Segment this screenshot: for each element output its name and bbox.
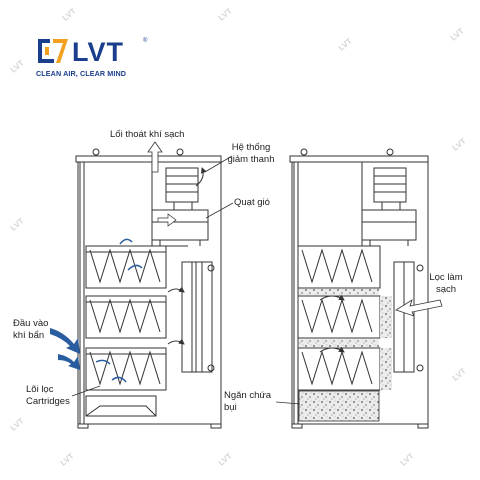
label-sound-system-line2: giảm thanh	[227, 153, 275, 165]
label-sound-system: Hệ thống giảm thanh	[226, 142, 276, 165]
label-clean-filter-line1: Lọc làm	[429, 272, 463, 283]
dust-fill	[298, 289, 392, 422]
right-unit	[289, 148, 429, 429]
label-fan: Quạt gió	[234, 197, 270, 208]
label-clean-filter-line2: sạch	[435, 283, 457, 295]
brand-logo: LVT ® CLEAN AIR, CLEAR MIND	[36, 36, 156, 82]
label-dust-bin-line2: bụi	[224, 401, 237, 413]
label-dirty-air-inlet-line1: Đầu vào	[13, 318, 49, 329]
brand-name: LVT	[72, 37, 124, 67]
air-flow-arrows	[50, 141, 207, 383]
label-clean-air-outlet: Lối thoát khí sạch	[110, 129, 185, 140]
label-dirty-air-inlet: Đầu vào khí bẩn	[13, 318, 48, 341]
registered-mark: ®	[143, 38, 148, 44]
callout-lines	[71, 155, 234, 397]
logo-mark-icon	[38, 39, 68, 63]
left-unit	[75, 148, 222, 429]
label-cartridge-line1: Lõi lọc	[26, 384, 54, 395]
brand-tagline: CLEAN AIR, CLEAR MIND	[36, 69, 127, 78]
label-cartridge: Lõi lọc Cartridges	[26, 384, 70, 407]
label-sound-system-line1: Hệ thống	[231, 142, 271, 153]
cleaning-arrows	[319, 294, 443, 353]
label-dust-bin-line1: Ngăn chứa	[224, 390, 272, 401]
label-dirty-air-inlet-line2: khí bẩn	[13, 329, 45, 341]
label-clean-filter: Lọc làm sạch	[422, 272, 470, 295]
label-cartridge-line2: Cartridges	[26, 395, 70, 407]
label-dust-bin: Ngăn chứa bụi	[224, 390, 271, 413]
